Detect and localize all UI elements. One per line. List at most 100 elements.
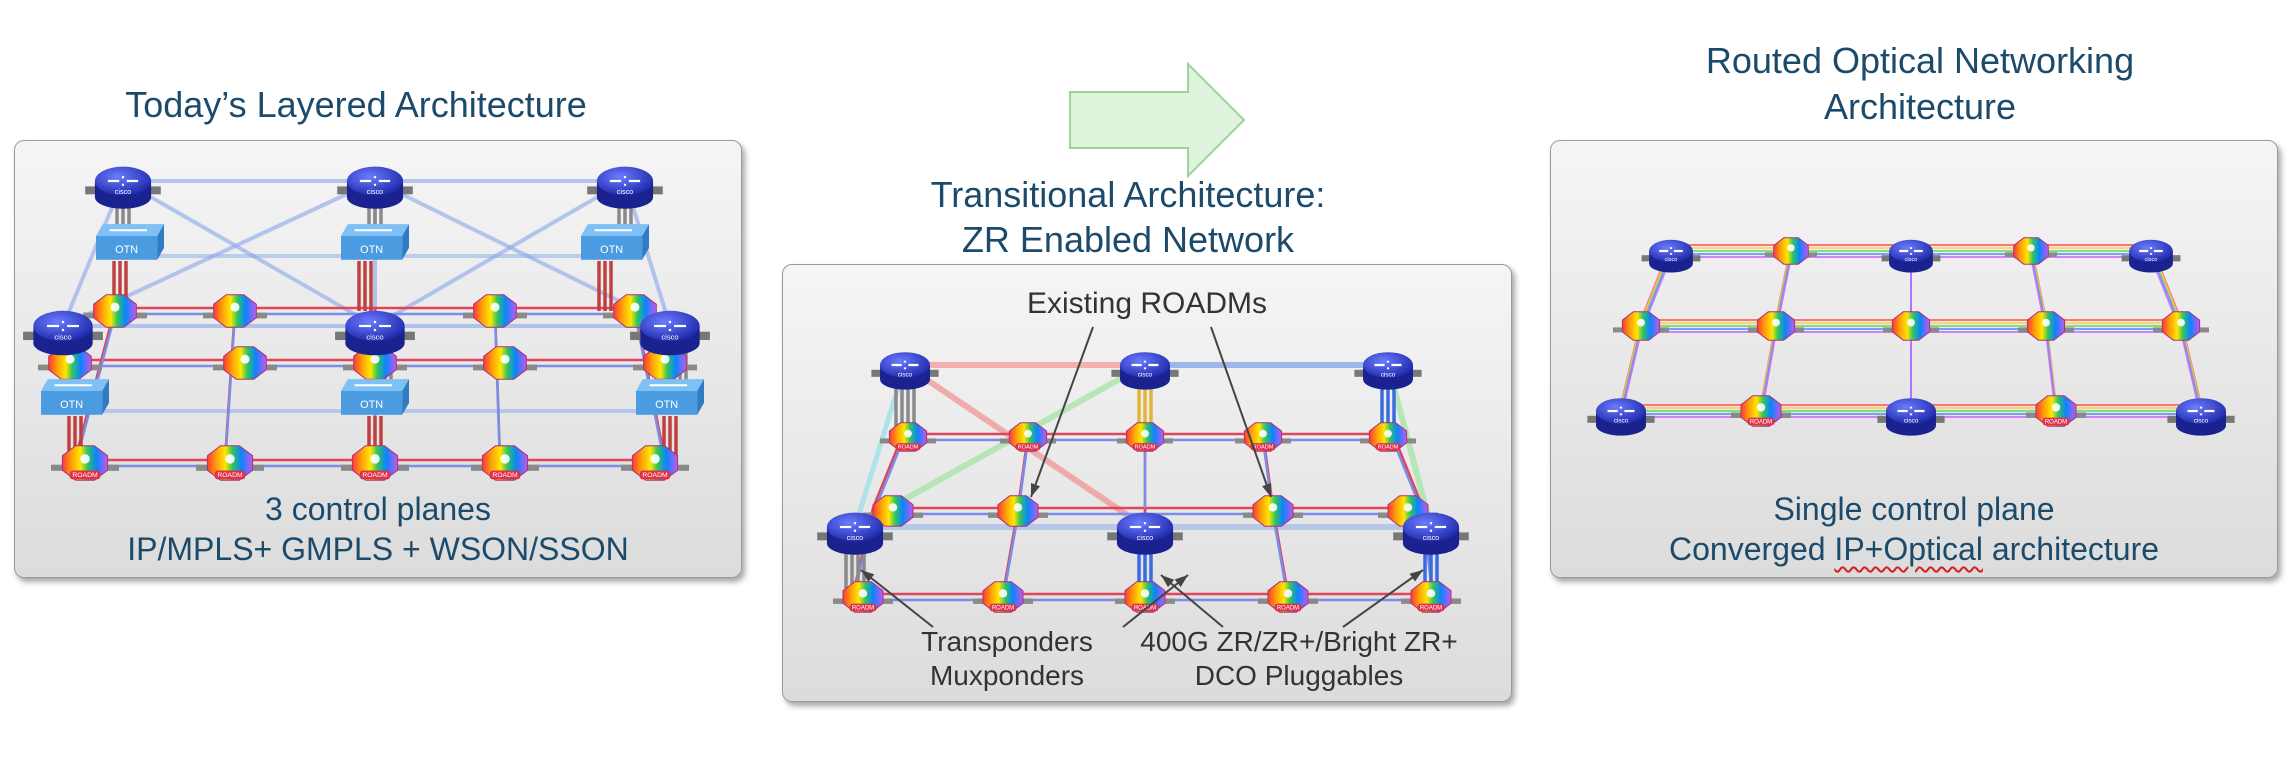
roadm-icon: ROADM — [471, 445, 539, 481]
callout-zr-line2: DCO Pluggables — [1194, 660, 1404, 691]
roadm-label: ROADM — [642, 472, 668, 479]
roadm-icon — [83, 294, 147, 328]
middle-title-line1: Transitional Architecture: — [930, 174, 1326, 215]
roadm-icon — [1748, 311, 1804, 341]
roadm-icon — [2153, 311, 2209, 341]
roadm-icon: ROADM — [1360, 422, 1416, 452]
router-label: cisco — [1665, 257, 1678, 263]
router-label: cisco — [661, 333, 678, 342]
transition-arrow-icon — [1069, 62, 1246, 179]
roadm-icon — [1243, 495, 1303, 527]
roadm-label: ROADM — [1018, 444, 1039, 450]
otn-switch-icon: OTN — [636, 379, 704, 415]
right-title-line2: Architecture — [1823, 86, 2017, 127]
roadm-icon — [463, 294, 527, 328]
router-label: cisco — [1905, 257, 1918, 263]
router-icon: cisco — [871, 352, 939, 390]
roadm-icon: ROADM — [1115, 581, 1175, 613]
roadm-icon — [988, 495, 1048, 527]
roadm-icon: ROADM — [973, 581, 1033, 613]
roadm-label: ROADM — [898, 444, 919, 450]
router-label: cisco — [617, 187, 633, 196]
roadm-label: ROADM — [2045, 419, 2067, 425]
router-label: cisco — [366, 333, 383, 342]
router-icon: cisco — [1107, 512, 1183, 555]
right-caption-line2: Converged IP+Optical architecture — [1551, 529, 2277, 569]
otn-label: OTN — [115, 244, 138, 256]
roadm-icon: ROADM — [1235, 422, 1291, 452]
roadm-icon: ROADM — [1731, 395, 1791, 427]
otn-label: OTN — [655, 399, 678, 411]
router-icon: cisco — [587, 166, 663, 209]
roadm-label: ROADM — [1135, 444, 1156, 450]
router-label: cisco — [898, 372, 913, 379]
roadm-icon — [1765, 237, 1817, 265]
roadm-icon: ROADM — [1401, 581, 1461, 613]
router-icon: cisco — [85, 166, 161, 209]
router-icon: cisco — [335, 310, 415, 356]
middle-network-diagram: ROADM ROADM ROADM ROADM ROADM ROADM ROADM ROADM… — [817, 326, 1469, 628]
otn-switch-icon: OTN — [41, 379, 109, 415]
roadm-icon — [203, 294, 267, 328]
roadm-icon — [213, 346, 277, 380]
router-icon: cisco — [1881, 239, 1941, 273]
left-network-diagram: ROADM ROADM ROADM ROADM ROADM OTN OTN OTN OTN OTN… — [23, 166, 710, 481]
callout-zr-line1: 400G ZR/ZR+/Bright ZR+ — [1140, 626, 1458, 657]
left-panel: ROADM ROADM ROADM ROADM ROADM OTN OTN OTN OTN OTN… — [14, 140, 742, 578]
roadm-label: ROADM — [492, 472, 518, 479]
router-icon: cisco — [1877, 398, 1945, 436]
router-label: cisco — [1423, 533, 1439, 542]
otn-label: OTN — [60, 399, 83, 411]
callout-existing-roadms: Existing ROADMs — [1026, 287, 1268, 320]
otn-label: OTN — [360, 399, 383, 411]
roadm-label: ROADM — [1750, 419, 1772, 425]
router-icon: cisco — [337, 166, 413, 209]
router-icon: cisco — [1111, 352, 1179, 390]
router-label: cisco — [115, 187, 131, 196]
otn-switch-icon: OTN — [581, 224, 649, 260]
roadm-icon: ROADM — [341, 445, 409, 481]
roadm-label: ROADM — [1253, 444, 1274, 450]
roadm-label: ROADM — [362, 472, 388, 479]
roadm-icon: ROADM — [1000, 422, 1056, 452]
roadm-icon — [2005, 237, 2057, 265]
right-caption-prefix: Converged — [1668, 531, 1835, 567]
otn-label: OTN — [360, 244, 383, 256]
router-label: cisco — [1138, 372, 1153, 379]
roadm-icon: ROADM — [51, 445, 119, 481]
roadm-label: ROADM — [992, 605, 1014, 611]
callout-transponders-line2: Muxponders — [929, 660, 1085, 691]
right-caption-line1: Single control plane — [1773, 491, 2055, 527]
callout-transponders-line1: Transponders — [921, 626, 1093, 657]
router-label: cisco — [1904, 418, 1919, 425]
router-icon: cisco — [1393, 512, 1469, 555]
right-caption-suffix: architecture — [1982, 531, 2160, 567]
roadm-icon — [1883, 311, 1939, 341]
roadm-icon — [1613, 311, 1669, 341]
roadm-label: ROADM — [72, 472, 98, 479]
router-label: cisco — [367, 187, 383, 196]
otn-switch-icon: OTN — [96, 224, 164, 260]
otn-label: OTN — [600, 244, 623, 256]
router-icon: cisco — [1641, 239, 1701, 273]
roadm-icon: ROADM — [1258, 581, 1318, 613]
roadm-icon — [863, 495, 923, 527]
router-icon: cisco — [1587, 398, 1655, 436]
otn-switch-icon: OTN — [341, 379, 409, 415]
roadm-label: ROADM — [1420, 605, 1442, 611]
roadm-label: ROADM — [852, 605, 874, 611]
router-icon: cisco — [1354, 352, 1422, 390]
right-caption-ip-optical: IP+Optical — [1834, 531, 1983, 567]
router-icon: cisco — [23, 310, 103, 356]
router-label: cisco — [1137, 533, 1153, 542]
roadm-icon: ROADM — [2026, 395, 2086, 427]
router-label: cisco — [2194, 418, 2209, 425]
router-label: cisco — [1381, 372, 1396, 379]
roadm-label: ROADM — [1277, 605, 1299, 611]
router-icon: cisco — [817, 512, 893, 555]
roadm-label: ROADM — [217, 472, 243, 479]
router-label: cisco — [847, 533, 863, 542]
right-title-line1: Routed Optical Networking — [1705, 40, 2135, 81]
left-caption-line1: 3 control planes — [265, 491, 491, 527]
